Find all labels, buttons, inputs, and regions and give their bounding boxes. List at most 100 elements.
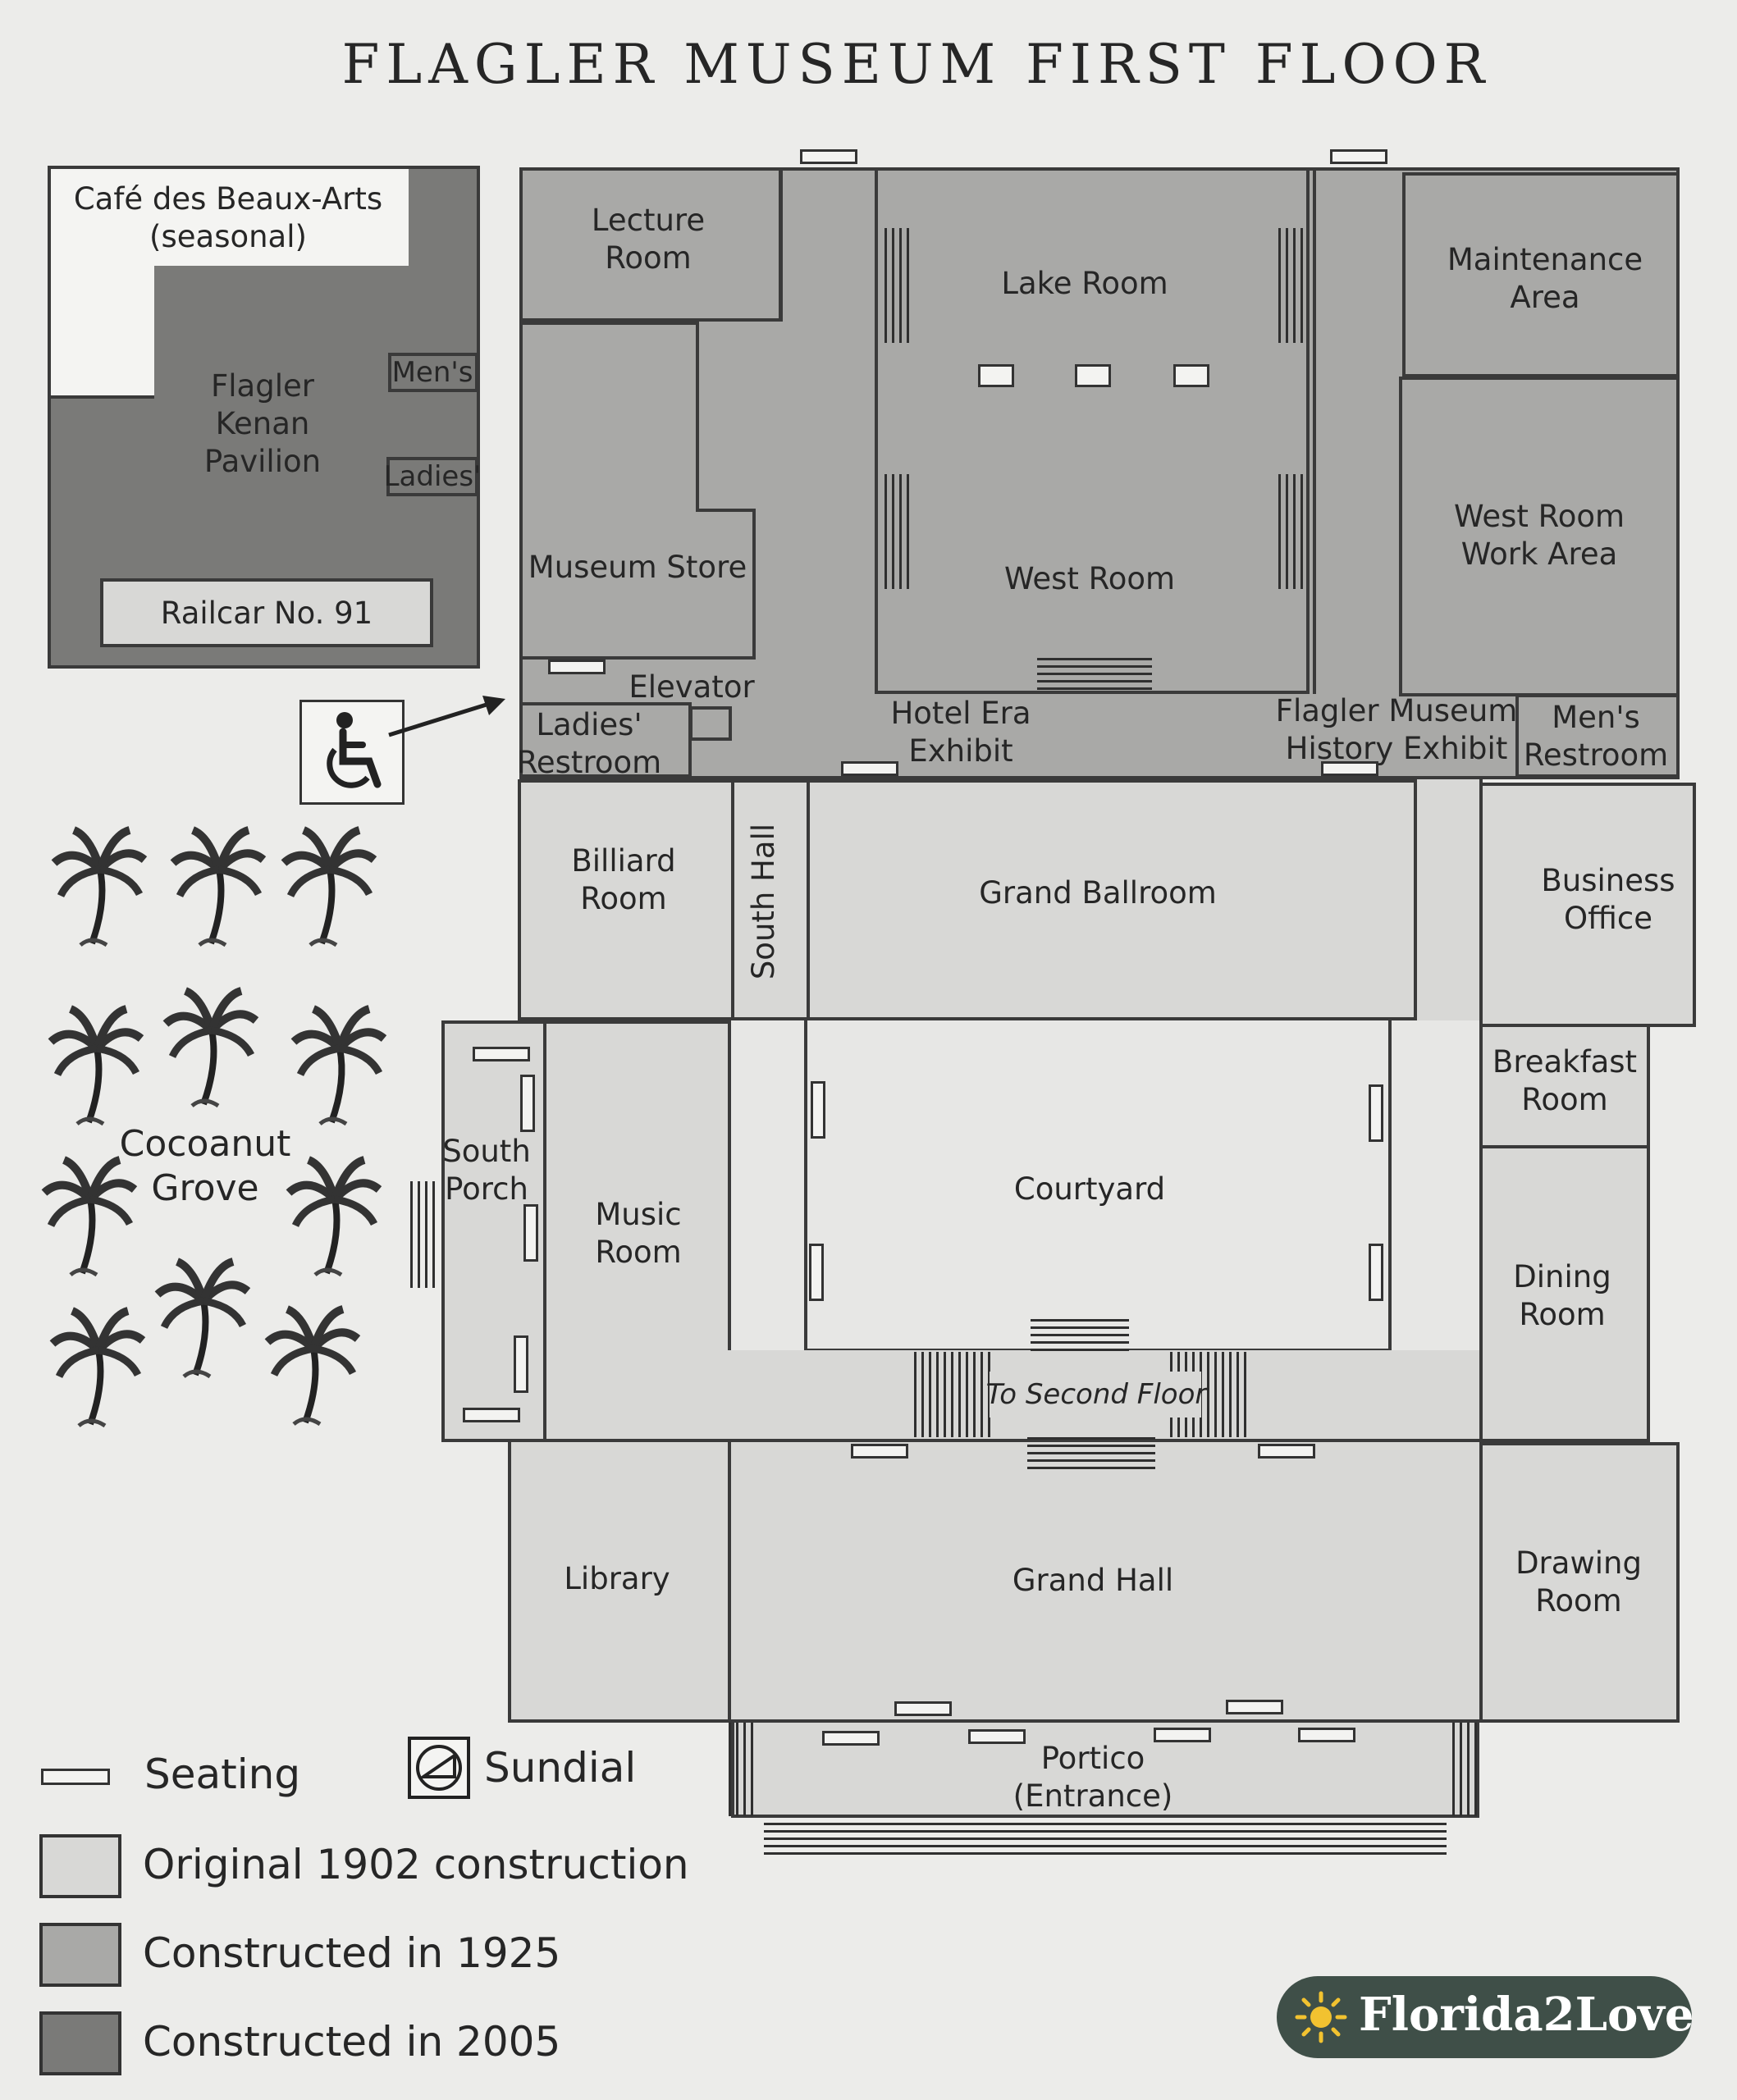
drawing-label: Drawing Room — [1515, 1545, 1642, 1618]
palm-tree-icon — [46, 999, 144, 1130]
sundial-icon — [408, 1737, 470, 1799]
courtyard — [728, 1020, 1479, 1354]
seating — [1226, 1700, 1283, 1714]
dining-room — [1479, 1145, 1650, 1442]
hotel-era-label: Hotel Era Exhibit — [890, 696, 1031, 769]
portico-steps-left — [729, 1723, 755, 1816]
mens-restroom — [1515, 694, 1680, 778]
ladies-restroom-label: Ladies' Restroom — [516, 707, 662, 780]
seating — [968, 1729, 1026, 1744]
pavilion-ladies-room — [386, 457, 478, 496]
sun-icon — [1295, 1991, 1347, 2043]
seating — [1330, 149, 1387, 164]
legend-2005-swatch — [39, 2011, 121, 2075]
palm-tree-icon — [48, 1301, 146, 1432]
billiard-room — [518, 779, 734, 1020]
music-east-wall — [728, 1020, 731, 1442]
courtyard-label: Courtyard — [1013, 1171, 1166, 1207]
seating — [1369, 1244, 1383, 1301]
palm-tree-icon — [263, 1299, 361, 1431]
pavilion-mens-room — [388, 353, 478, 392]
lake-steps-right-1 — [1278, 228, 1303, 343]
cafe-area — [48, 166, 409, 266]
seating — [514, 1335, 528, 1393]
breakfast-label: Breakfast Room — [1492, 1044, 1638, 1117]
pavilion-ladies-label: Ladies' — [383, 460, 482, 493]
palm-tree-icon — [284, 1150, 382, 1281]
map-title: FLAGLER MUSEUM FIRST FLOOR — [341, 33, 1492, 96]
seating — [548, 660, 606, 674]
courtyard-wall-right — [1388, 1020, 1392, 1350]
seating — [1321, 761, 1378, 776]
seating — [811, 1081, 825, 1139]
west-work-label: West Room Work Area — [1453, 499, 1625, 572]
legend-1902-label: Original 1902 construction — [143, 1841, 689, 1888]
portico-steps-right — [1452, 1723, 1479, 1816]
store-wall-2 — [696, 322, 699, 510]
seating — [473, 1047, 530, 1061]
palm-tree-icon — [289, 999, 387, 1130]
pavilion-mens-label: Men's — [391, 356, 473, 389]
legend-2005-label: Constructed in 2005 — [143, 2018, 561, 2066]
maintenance-area — [1402, 172, 1680, 377]
courtyard-wall-left — [804, 1020, 807, 1350]
seating — [1258, 1444, 1315, 1459]
palm-tree-icon — [49, 820, 148, 952]
seating — [523, 1204, 538, 1262]
store-wall-5 — [519, 656, 756, 660]
seating — [800, 149, 857, 164]
seating — [822, 1731, 880, 1746]
ballroom-east-hall — [1414, 779, 1483, 1020]
corridor-wall-left — [779, 167, 783, 322]
seating — [1369, 1084, 1383, 1142]
seating — [841, 761, 898, 776]
grand-ballroom-label: Grand Ballroom — [979, 875, 1217, 911]
palm-tree-icon — [161, 981, 259, 1112]
seating — [1298, 1728, 1355, 1742]
grand-ballroom — [807, 779, 1417, 1020]
seating — [1173, 364, 1209, 387]
lake-west-room — [875, 167, 1310, 694]
business-office-label: Business Office — [1541, 863, 1675, 936]
seating — [520, 1075, 535, 1132]
portico-label: Portico (Entrance) — [1012, 1741, 1173, 1814]
legend-1925-swatch — [39, 1923, 121, 1987]
railcar-no-91 — [100, 578, 433, 647]
seating — [1075, 364, 1111, 387]
museum-store-label: Museum Store — [528, 550, 747, 585]
library-label: Library — [564, 1561, 670, 1596]
grand-stair-left — [914, 1352, 993, 1437]
ladies-restroom — [519, 702, 692, 778]
store-wall-1 — [519, 322, 698, 325]
wheelchair-icon — [299, 700, 405, 805]
pavilion-label: Flagler Kenan Pavilion — [203, 368, 322, 479]
watermark-badge: Florida2Love — [1277, 1976, 1694, 2058]
history-exhibit-label: Flagler Museum History Exhibit — [1275, 693, 1518, 766]
corridor-wall-right — [1313, 167, 1316, 694]
palm-tree-icon — [279, 820, 377, 952]
legend-1902-swatch — [39, 1834, 121, 1898]
maintenance-label: Maintenance Area — [1447, 242, 1643, 315]
cafe-area-lower — [48, 262, 154, 399]
legend-seating-swatch — [41, 1769, 110, 1785]
store-wall-4 — [752, 509, 756, 658]
second-floor-label: To Second Floor — [985, 1378, 1207, 1411]
lecture-room-label: Lecture Room — [591, 203, 706, 276]
railcar-label: Railcar No. 91 — [160, 596, 373, 631]
seating — [463, 1408, 520, 1422]
lake-steps-right-2 — [1278, 474, 1303, 589]
seating — [1154, 1728, 1211, 1742]
porch-steps — [410, 1181, 438, 1288]
seating — [851, 1444, 908, 1459]
billiard-label: Billiard Room — [571, 843, 676, 916]
entrance-steps — [764, 1823, 1447, 1856]
grand-hall-label: Grand Hall — [1012, 1563, 1174, 1598]
south-hall-label: South Hall — [746, 823, 781, 980]
seating — [809, 1244, 824, 1301]
grand-stair-upper — [1031, 1319, 1129, 1352]
elevator-label: Elevator — [629, 669, 755, 705]
second-floor-landing — [990, 1372, 1201, 1418]
elevator-shaft — [689, 706, 732, 741]
legend-seating-label: Seating — [144, 1751, 301, 1798]
west-room-label: West Room — [1003, 561, 1176, 596]
